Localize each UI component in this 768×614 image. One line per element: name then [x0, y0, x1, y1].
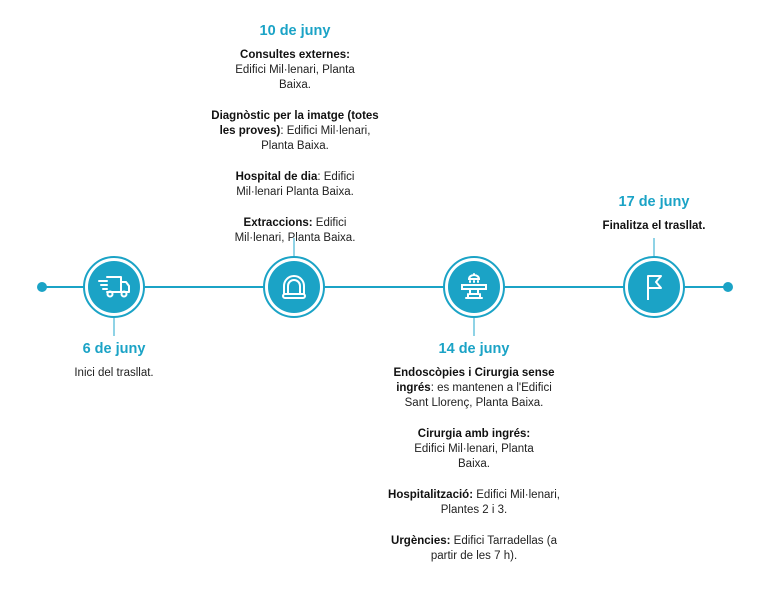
event-item: Endoscòpies i Cirurgia sense ingrés: es …: [393, 367, 555, 409]
flag-icon: [647, 275, 662, 300]
milestone-14-juny: [443, 256, 505, 318]
timeline-line: [42, 286, 728, 288]
event-item: Extraccions: Edifici Mil·lenari, Planta …: [234, 217, 356, 244]
event-date: 6 de juny: [82, 341, 146, 357]
stem-17-juny: [653, 238, 655, 256]
milestone-17-juny: [623, 256, 685, 318]
timeline-end-dot: [723, 282, 733, 292]
event-date: 17 de juny: [618, 194, 690, 210]
event-10-juny: 10 de juny Consultes externes: Edifici M…: [204, 24, 386, 262]
mri-scanner-icon: [282, 275, 306, 299]
milestone-10-juny: [263, 256, 325, 318]
stem-6-juny: [113, 318, 115, 336]
event-item: Hospitalització: Edifici Mil·lenari, Pla…: [388, 489, 560, 516]
event-6-juny: 6 de juny Inici del trasllat.: [24, 342, 204, 397]
event-14-juny: 14 de juny Endoscòpies i Cirurgia sense …: [384, 342, 564, 580]
event-item: Cirurgia amb ingrés: Edifici Mil·lenari,…: [414, 428, 534, 470]
timeline-start-dot: [37, 282, 47, 292]
event-date: 14 de juny: [438, 341, 510, 357]
event-item: Finalitza el trasllat.: [602, 220, 706, 232]
event-item: Diagnòstic per la imatge (totes les prov…: [211, 110, 379, 152]
truck-icon: [98, 276, 130, 298]
event-item: Consultes externes: Edifici Mil·lenari, …: [235, 49, 355, 91]
event-17-juny: 17 de juny Finalitza el trasllat.: [564, 195, 744, 250]
event-item: Urgències: Edifici Tarradellas (a partir…: [391, 535, 557, 562]
event-item: Inici del trasllat.: [74, 367, 154, 379]
operating-table-icon: [461, 273, 487, 299]
milestone-6-juny: [83, 256, 145, 318]
event-item: Hospital de dia: Edifici Mil·lenari Plan…: [235, 171, 355, 198]
stem-10-juny: [293, 238, 295, 256]
stem-14-juny: [473, 318, 475, 336]
event-date: 10 de juny: [259, 23, 331, 39]
